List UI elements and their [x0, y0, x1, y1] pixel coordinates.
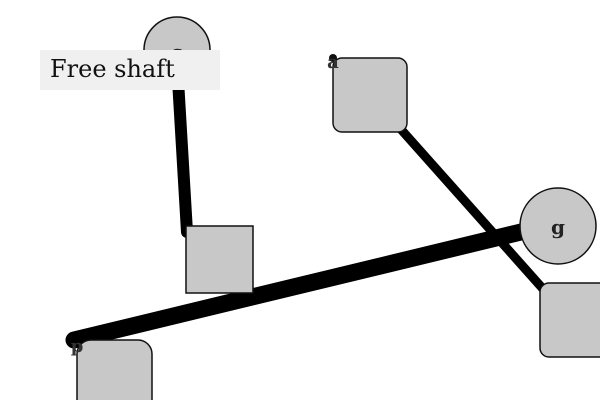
node-rounded-square-bottom-right[interactable] — [539, 282, 600, 358]
free-shaft-label: Free shaft — [40, 50, 220, 90]
node-rounded-square-top[interactable] — [332, 57, 408, 133]
corner-label-a: a — [327, 52, 339, 73]
node-g-label: g — [551, 215, 565, 239]
node-square-center[interactable] — [185, 225, 254, 294]
node-top-anchor-dot — [329, 54, 337, 62]
edge-bottom-left-to-g — [65, 223, 530, 349]
free-shaft-label-text: Free shaft — [50, 55, 175, 83]
edge-top-to-square — [172, 74, 193, 238]
node-g-circle[interactable] — [519, 187, 597, 265]
node-rounded-square-bottom-left[interactable] — [76, 339, 153, 400]
corner-label-bottom-left: p — [71, 336, 84, 357]
edge-rounded-to-bottom-right — [393, 121, 549, 295]
